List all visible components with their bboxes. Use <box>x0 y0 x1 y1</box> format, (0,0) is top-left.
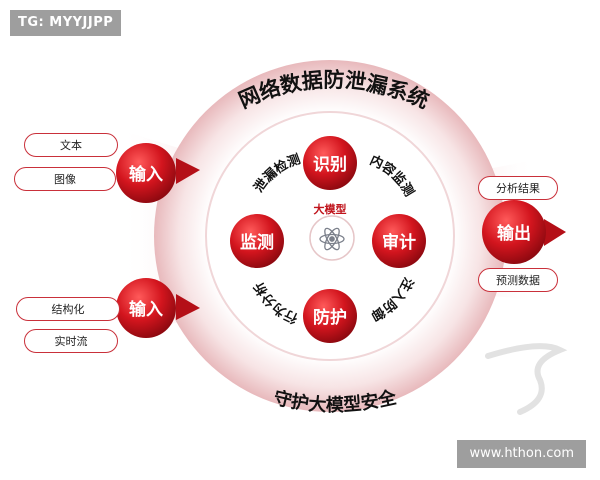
node-identify[interactable]: 识别 <box>303 136 357 190</box>
input-1-label: 输入 <box>129 164 163 185</box>
decorative-swirl <box>485 343 568 415</box>
input-bubble-1[interactable]: 输入 <box>116 143 200 203</box>
center-model: 大模型 <box>309 202 355 261</box>
node-protect-label: 防护 <box>313 307 347 328</box>
node-audit-label: 审计 <box>382 232 416 253</box>
watermark-bottom: www.hthon.com <box>457 440 586 468</box>
output-pill-results-label: 分析结果 <box>496 182 540 195</box>
input-pill-stream-label: 实时流 <box>54 335 88 348</box>
output-pill-prediction-label: 预测数据 <box>496 274 540 287</box>
watermark-top: TG: MYYJJPP <box>10 10 122 36</box>
atom-icon <box>319 227 345 251</box>
input-pill-image-label: 图像 <box>54 173 76 186</box>
node-protect[interactable]: 防护 <box>303 289 357 343</box>
node-monitor-label: 监测 <box>240 232 274 253</box>
input-bubble-2[interactable]: 输入 <box>116 278 200 338</box>
node-identify-label: 识别 <box>313 155 347 175</box>
node-monitor[interactable]: 监测 <box>230 214 284 268</box>
output-pill-prediction[interactable]: 预测数据 <box>478 268 558 292</box>
node-audit[interactable]: 审计 <box>372 214 426 268</box>
input-pill-image[interactable]: 图像 <box>14 167 116 191</box>
output-bubble[interactable]: 输出 <box>482 200 566 264</box>
input-pill-structured-label: 结构化 <box>51 303 85 316</box>
output-label: 输出 <box>497 223 531 244</box>
input-2-label: 输入 <box>129 299 163 320</box>
input-pill-text[interactable]: 文本 <box>24 133 118 157</box>
input-pill-text-label: 文本 <box>60 139 82 152</box>
output-pill-results[interactable]: 分析结果 <box>478 176 558 200</box>
input-pill-structured[interactable]: 结构化 <box>16 297 120 321</box>
input-pill-stream[interactable]: 实时流 <box>24 329 118 353</box>
center-label: 大模型 <box>314 202 347 216</box>
